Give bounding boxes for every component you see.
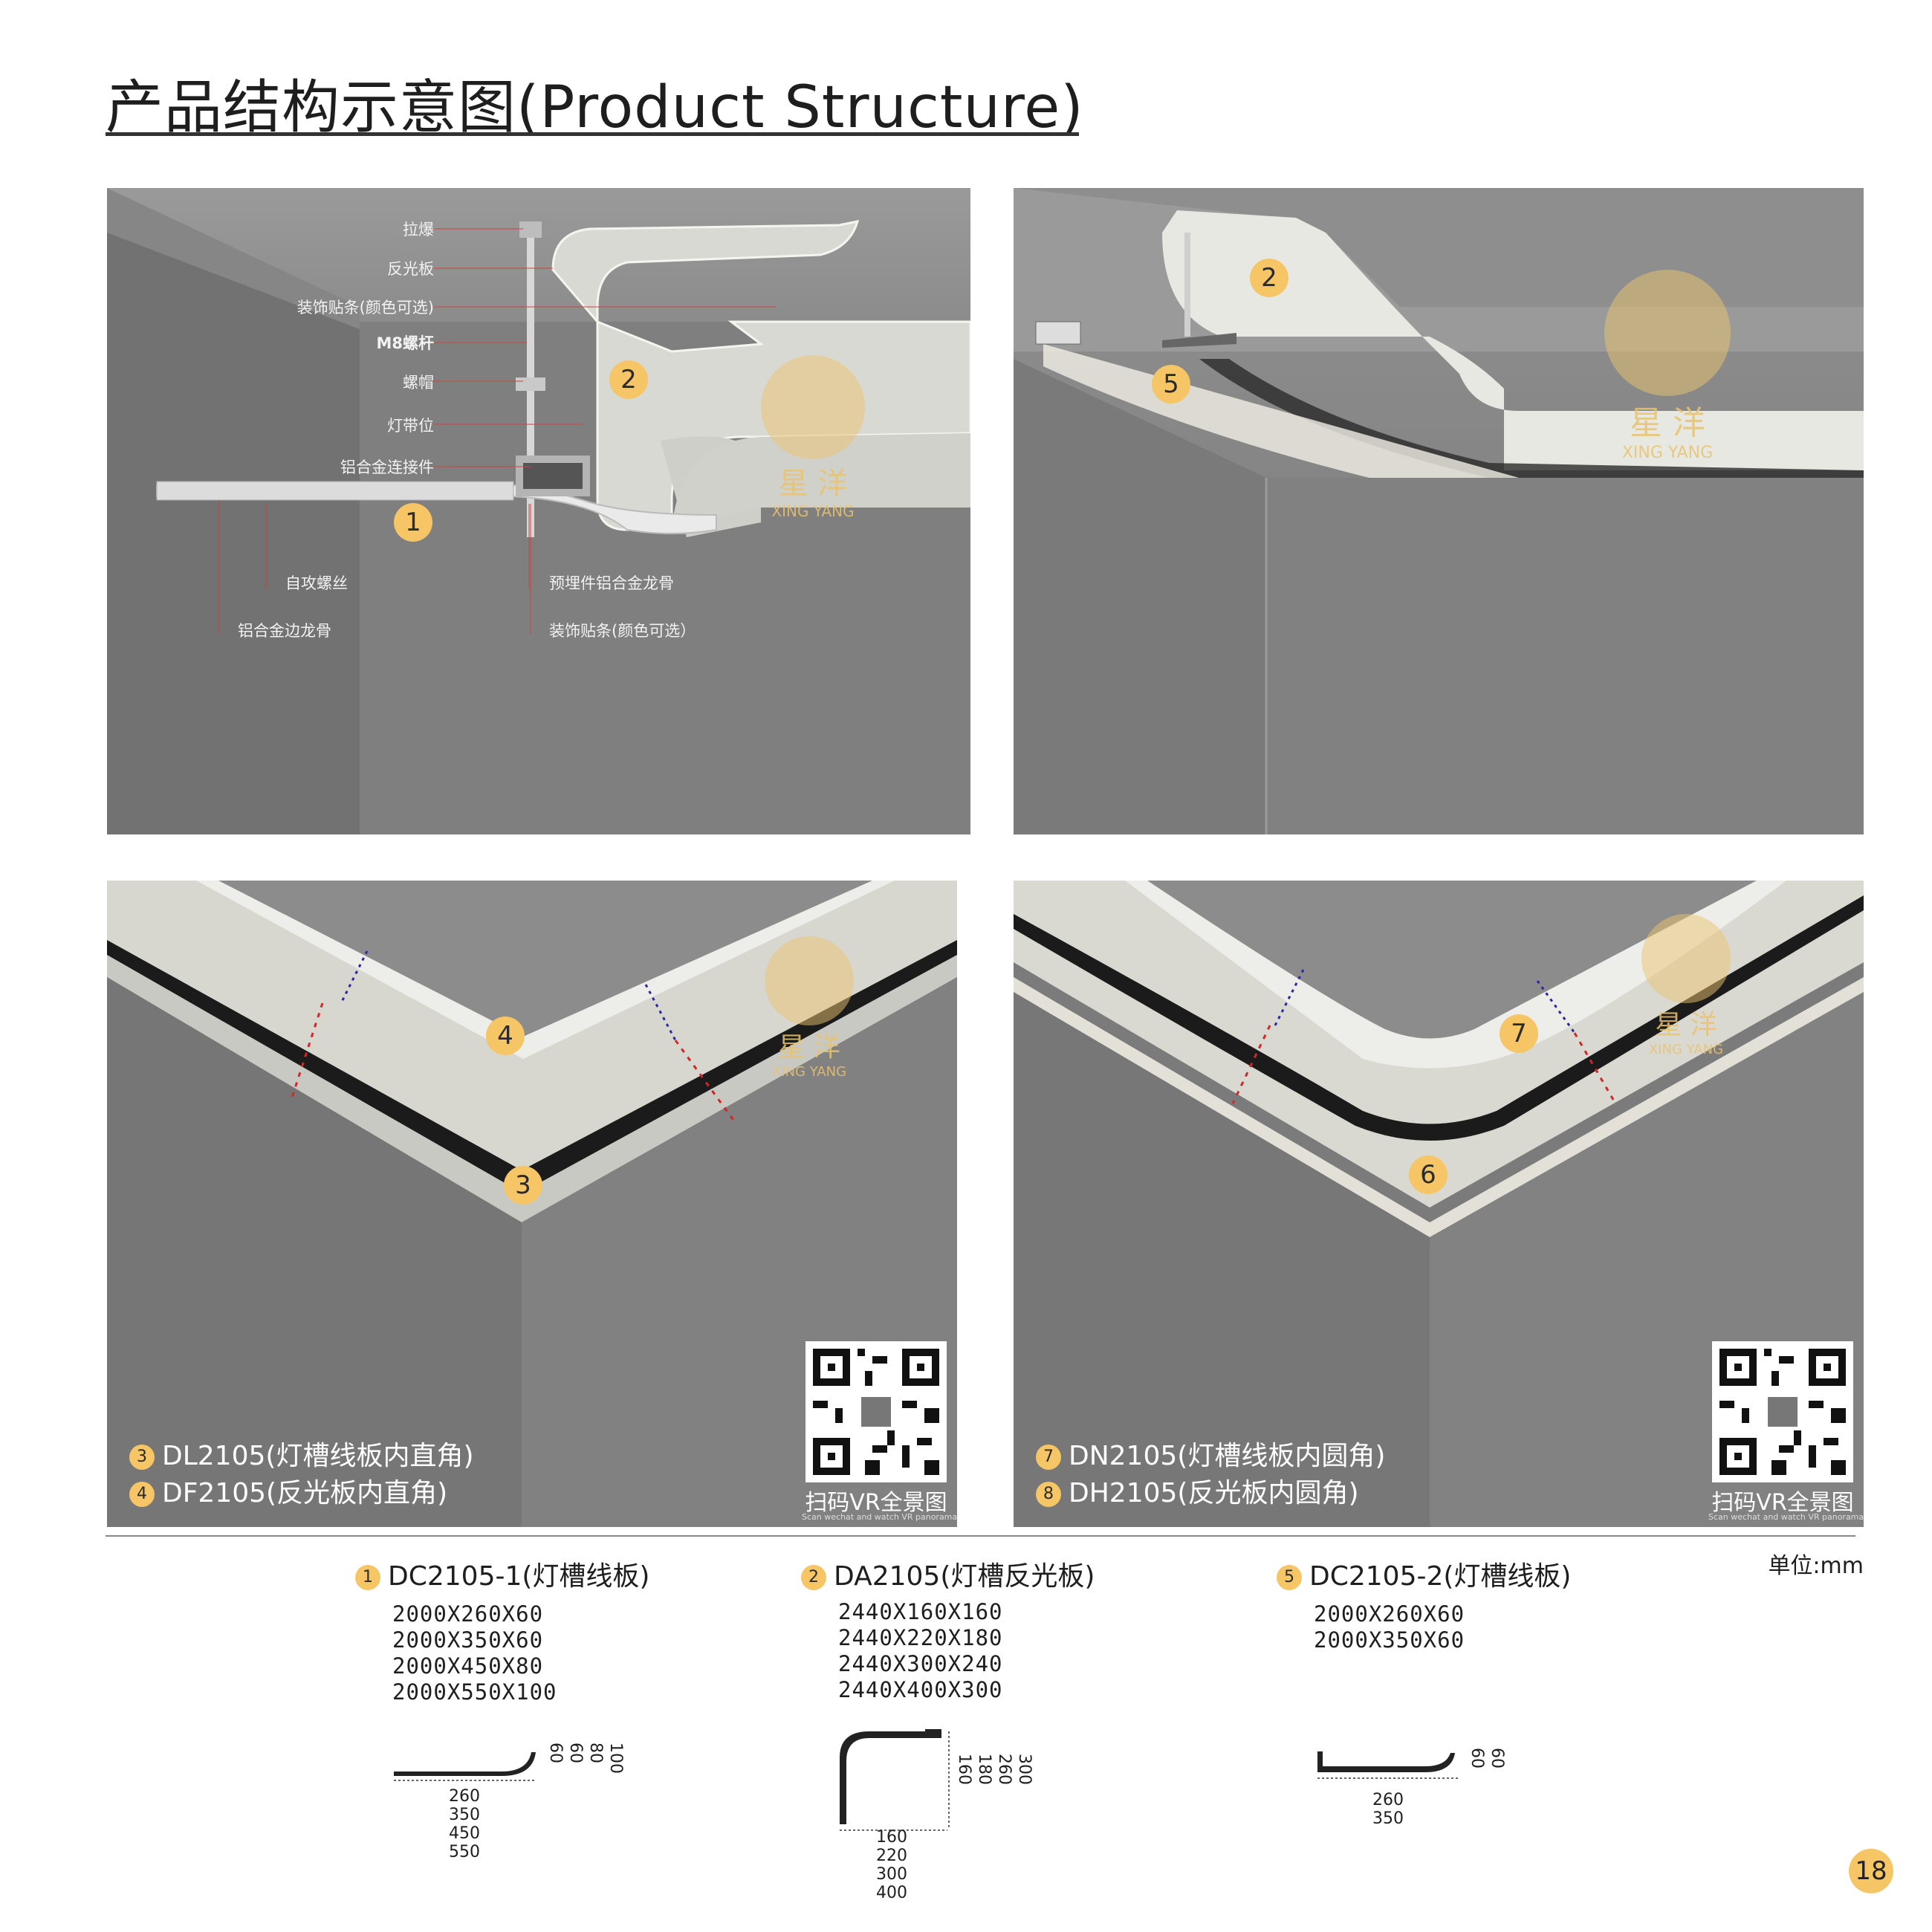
label-decor-strip-2: 装饰贴条(颜色可选）: [549, 622, 696, 640]
structure-render: [107, 188, 970, 834]
qr-code[interactable]: [1712, 1341, 1853, 1482]
page-title: 产品结构示意图(Product Structure): [106, 74, 1084, 141]
profile-da2105: [840, 1729, 950, 1831]
qr-subcaption: Scan wechat and watch VR panorama: [1708, 1512, 1864, 1522]
profile-da2105-heights: 160 180 260 300: [955, 1754, 1034, 1785]
section-divider: [106, 1535, 1855, 1537]
label-embedded-keel: 预埋件铝合金龙骨: [549, 574, 674, 592]
watermark-logo: 星 洋 XING YANG: [753, 355, 872, 520]
title-underline: [106, 132, 1079, 136]
label-expansion-bolt: 拉爆: [403, 221, 434, 239]
profile-dc2105-2: [1317, 1751, 1459, 1779]
qr-caption: 扫码VR全景图: [1711, 1490, 1854, 1516]
label-aluminum-edge-keel: 铝合金边龙骨: [238, 622, 331, 640]
label-reflector: 反光板: [387, 260, 434, 278]
profile-dc2105-1-heights: 60 60 80 100: [546, 1743, 625, 1774]
watermark-logo: 星 洋 XING YANG: [1630, 914, 1742, 1057]
structure-diagram-panel: 拉爆 反光板 装饰贴条(颜色可选) M8螺杆 螺帽 灯带位 铝合金连接件 自攻螺…: [107, 188, 970, 834]
badge-2: 2: [1250, 259, 1288, 297]
badge-3: 3: [504, 1166, 542, 1205]
qr-subcaption: Scan wechat and watch VR panorama: [802, 1512, 957, 1522]
badge-2: 2: [609, 360, 648, 399]
profile-dc2105-2-heights: 60 60: [1468, 1748, 1506, 1769]
watermark-logo: 星 洋 XING YANG: [753, 936, 865, 1080]
badge-6: 6: [1409, 1155, 1448, 1194]
profile-dc2105-1: [394, 1752, 536, 1781]
watermark-logo: 星 洋 XING YANG: [1586, 270, 1749, 462]
badge-1: 1: [394, 503, 432, 542]
label-m8-rod: M8螺杆: [376, 334, 434, 352]
page-number: 18: [1849, 1849, 1893, 1893]
label-light-strip-slot: 灯带位: [387, 417, 434, 435]
label-self-tapping-screw: 自攻螺丝: [285, 574, 348, 592]
label-nut: 螺帽: [403, 374, 434, 392]
badge-5: 5: [1152, 365, 1190, 403]
badge-7: 7: [1500, 1014, 1538, 1053]
label-aluminum-connector: 铝合金连接件: [340, 458, 434, 476]
badge-4: 4: [486, 1017, 525, 1055]
qr-caption: 扫码VR全景图: [805, 1490, 947, 1516]
label-decor-strip: 装饰贴条(颜色可选): [296, 299, 434, 317]
unit-label: 单位:mm: [1768, 1553, 1864, 1579]
installed-view-panel: 2 5 星 洋 XING YANG: [1014, 188, 1864, 834]
qr-code[interactable]: [805, 1341, 947, 1482]
